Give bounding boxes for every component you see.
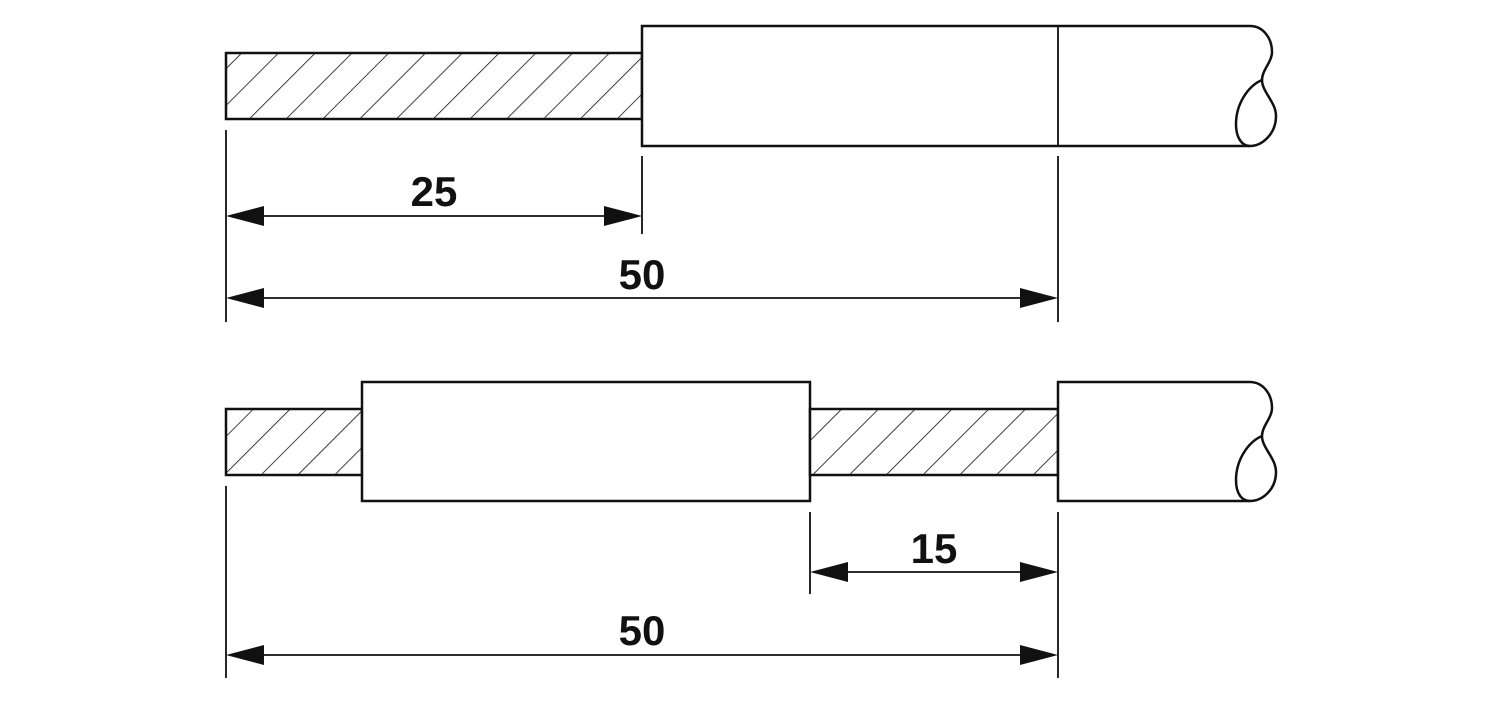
top-dimension-25: 25 (226, 168, 642, 226)
arrowhead (1020, 288, 1058, 308)
bottom-exposed-conductor-window (808, 407, 1060, 477)
arrowhead (604, 206, 642, 226)
top-dimension-50: 50 (226, 251, 1058, 308)
top-cable-break (1234, 78, 1263, 148)
top-insulation (640, 24, 1278, 148)
bottom-cable-drawing: 15 50 (224, 380, 1278, 678)
bottom-cable-break (1234, 434, 1263, 503)
arrowhead (1020, 645, 1058, 665)
bottom-dim-total-label: 50 (619, 607, 666, 654)
bottom-dim-window-label: 15 (911, 525, 958, 572)
bottom-exposed-conductor-left (224, 407, 364, 477)
top-dim-total-label: 50 (619, 251, 666, 298)
arrowhead (226, 645, 264, 665)
bottom-dimension-15: 15 (810, 525, 1058, 582)
bottom-insulation-right (1056, 380, 1278, 503)
arrowhead (1020, 562, 1058, 582)
arrowhead (226, 206, 264, 226)
top-exposed-conductor (224, 51, 644, 121)
bottom-insulation-middle (360, 380, 812, 503)
top-dim-strip-label: 25 (411, 168, 458, 215)
arrowhead (226, 288, 264, 308)
top-cable-drawing: 25 50 (224, 24, 1278, 322)
arrowhead (810, 562, 848, 582)
bottom-dimension-50: 50 (226, 607, 1058, 665)
